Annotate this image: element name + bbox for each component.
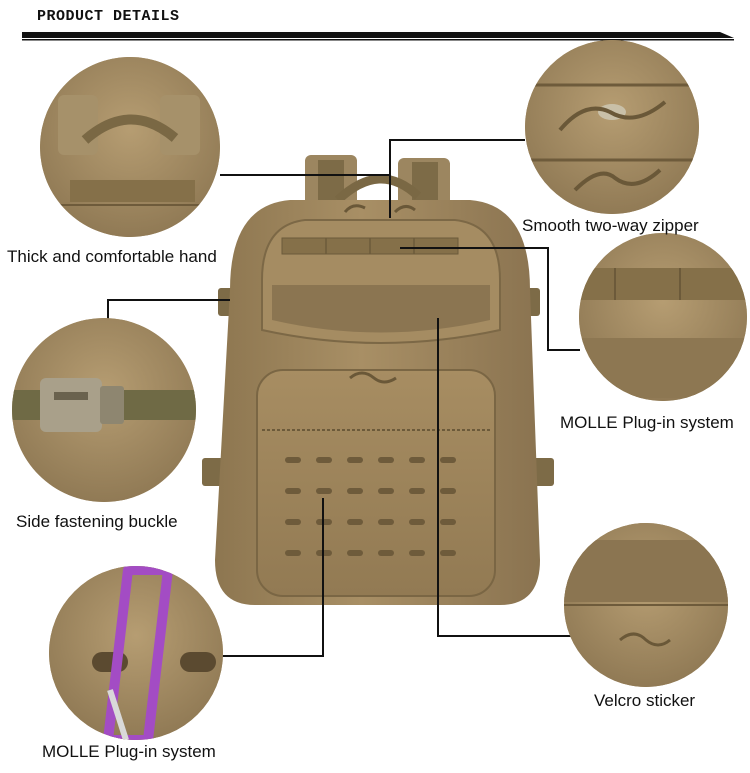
detail-circle-molle-right bbox=[579, 233, 747, 401]
callout-molle-right: MOLLE Plug-in system bbox=[560, 413, 734, 432]
callout-zipper: Smooth two-way zipper bbox=[522, 216, 699, 235]
callout-velcro: Velcro sticker bbox=[594, 691, 696, 710]
header-rule bbox=[22, 32, 734, 41]
detail-circle-zipper bbox=[525, 40, 699, 214]
page-title: PRODUCT DETAILS bbox=[37, 8, 180, 25]
detail-circle-velcro bbox=[564, 523, 728, 687]
callout-buckle: Side fastening buckle bbox=[16, 512, 178, 531]
callout-molle-left: MOLLE Plug-in system bbox=[42, 742, 216, 761]
backpack-main bbox=[202, 155, 554, 605]
callout-handle: Thick and comfortable hand bbox=[7, 247, 217, 266]
detail-circle-buckle bbox=[12, 318, 196, 502]
detail-circle-molle-left bbox=[49, 566, 223, 740]
detail-circle-handle bbox=[40, 57, 220, 237]
